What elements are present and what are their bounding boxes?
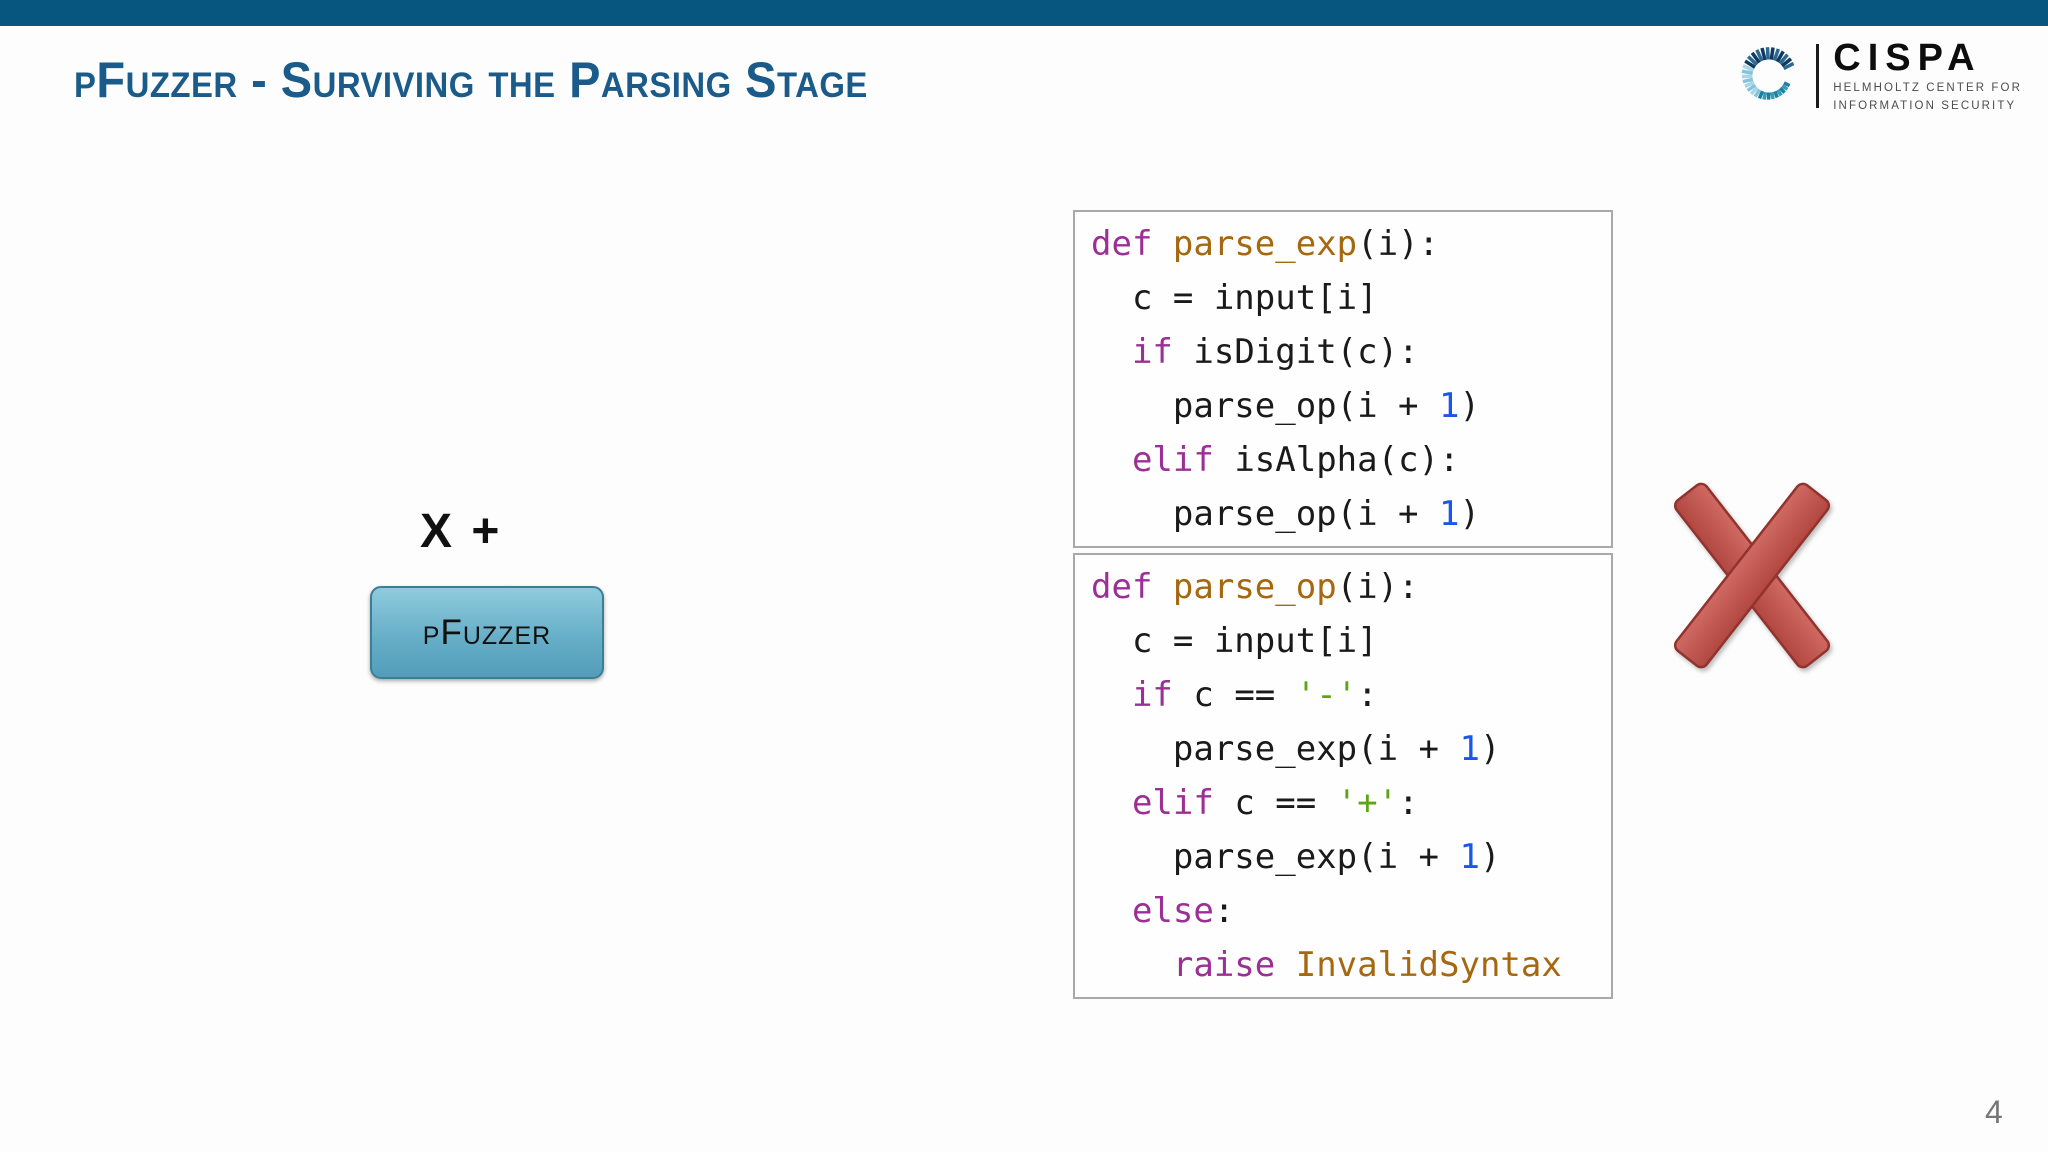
logo-tagline-line1: HELMHOLTZ CENTER FOR <box>1833 82 2022 94</box>
code-block-parse-op: def parse_op(i): c = input[i] if c == '-… <box>1073 553 1613 999</box>
code-line: parse_op(i + 1) <box>1091 386 1480 426</box>
cispa-logo: CISPA HELMHOLTZ CENTER FOR INFORMATION S… <box>1736 38 2022 114</box>
code-line: elif isAlpha(c): <box>1131 440 1460 480</box>
code-line: elif c == '+': <box>1131 783 1419 823</box>
fuzzer-input-text: X + <box>420 505 503 558</box>
code-line: c = input[i] <box>1091 278 1378 318</box>
top-accent-bar <box>0 0 2048 26</box>
pfuzzer-box: pFuzzer <box>370 586 604 679</box>
logo-text: CISPA HELMHOLTZ CENTER FOR INFORMATION S… <box>1833 38 2022 114</box>
code-line: if c == '-': <box>1131 675 1378 715</box>
logo-tagline-line2: INFORMATION SECURITY <box>1833 100 2017 112</box>
code-line: raise InvalidSyntax <box>1172 945 1562 985</box>
code-line: def parse_op(i): <box>1091 567 1419 607</box>
code-line: else: <box>1131 891 1235 931</box>
code-line: def parse_exp(i): <box>1091 224 1440 264</box>
code-line: c = input[i] <box>1091 621 1378 661</box>
logo-wordmark: CISPA <box>1833 37 1982 79</box>
code-line: parse_exp(i + 1) <box>1091 729 1501 769</box>
code-block-parse-exp: def parse_exp(i): c = input[i] if isDigi… <box>1073 210 1613 548</box>
code-line: parse_op(i + 1) <box>1091 494 1480 534</box>
code-line: if isDigit(c): <box>1131 332 1419 372</box>
red-cross-icon <box>1673 482 1831 669</box>
logo-divider <box>1816 44 1820 108</box>
page-number: 4 <box>1985 1094 2003 1130</box>
slide-title: pFuzzer - Surviving the Parsing Stage <box>74 52 868 108</box>
cispa-spinner-icon <box>1741 47 1795 100</box>
pfuzzer-box-label: pFuzzer <box>422 612 552 652</box>
code-line: parse_exp(i + 1) <box>1091 837 1501 877</box>
